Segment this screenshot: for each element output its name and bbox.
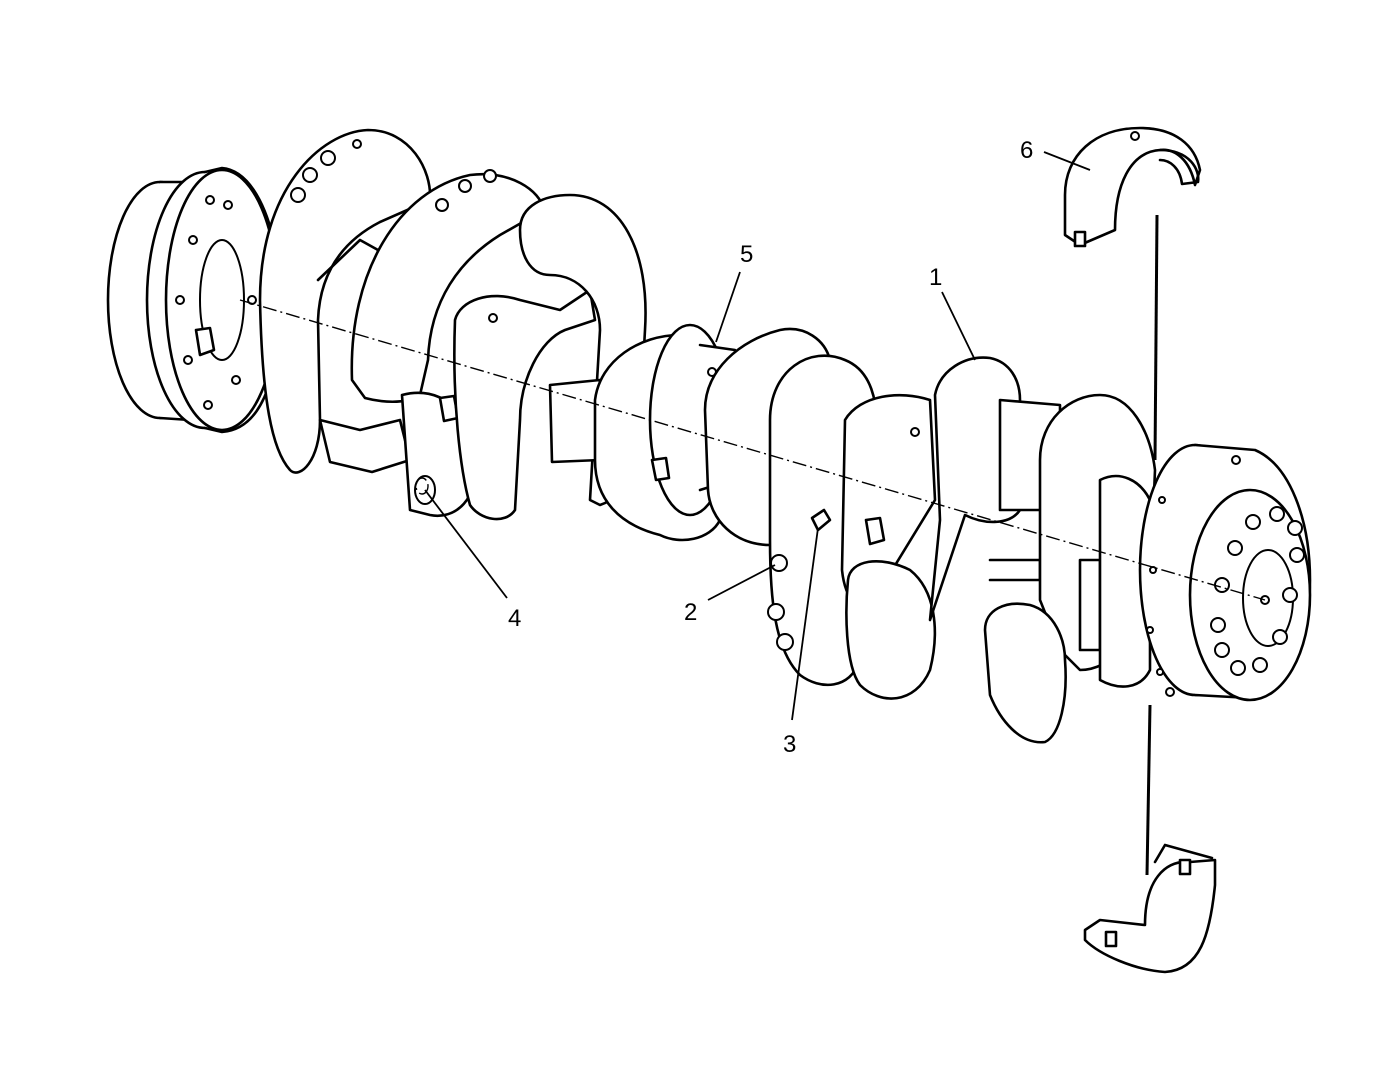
callout-1: 1 xyxy=(929,264,942,291)
leader-lines xyxy=(424,151,1091,721)
callout-5: 5 xyxy=(740,241,753,268)
main-bearing-shell-upper xyxy=(1063,126,1202,248)
leader-2 xyxy=(707,564,776,601)
crankpin-2 xyxy=(840,393,937,700)
callout-6: 6 xyxy=(1020,137,1033,164)
leader-1 xyxy=(941,291,976,361)
main-bearing-shell-lower xyxy=(1083,843,1217,974)
leader-6 xyxy=(1043,151,1091,171)
callout-4: 4 xyxy=(508,605,521,632)
assembly-axis-lower xyxy=(1145,704,1152,876)
crankshaft-front-nose xyxy=(106,166,283,434)
oil-passage-holes xyxy=(767,554,794,651)
callout-2: 2 xyxy=(684,599,697,626)
crankpin-1 xyxy=(318,391,478,518)
leader-3 xyxy=(791,527,819,721)
leader-4 xyxy=(424,489,508,599)
assembly-axis-upper xyxy=(1153,214,1159,461)
front-flange-bolt-holes xyxy=(175,195,257,410)
crankshaft-centerline xyxy=(239,299,1266,601)
callout-3: 3 xyxy=(783,731,796,758)
crankshaft-rear-flange xyxy=(1098,443,1312,702)
leader-5 xyxy=(715,271,741,343)
counterweight-web-1 xyxy=(258,128,432,474)
callout-labels: 1 2 3 4 5 6 xyxy=(508,137,1033,758)
flange-rim-holes xyxy=(1146,455,1241,697)
